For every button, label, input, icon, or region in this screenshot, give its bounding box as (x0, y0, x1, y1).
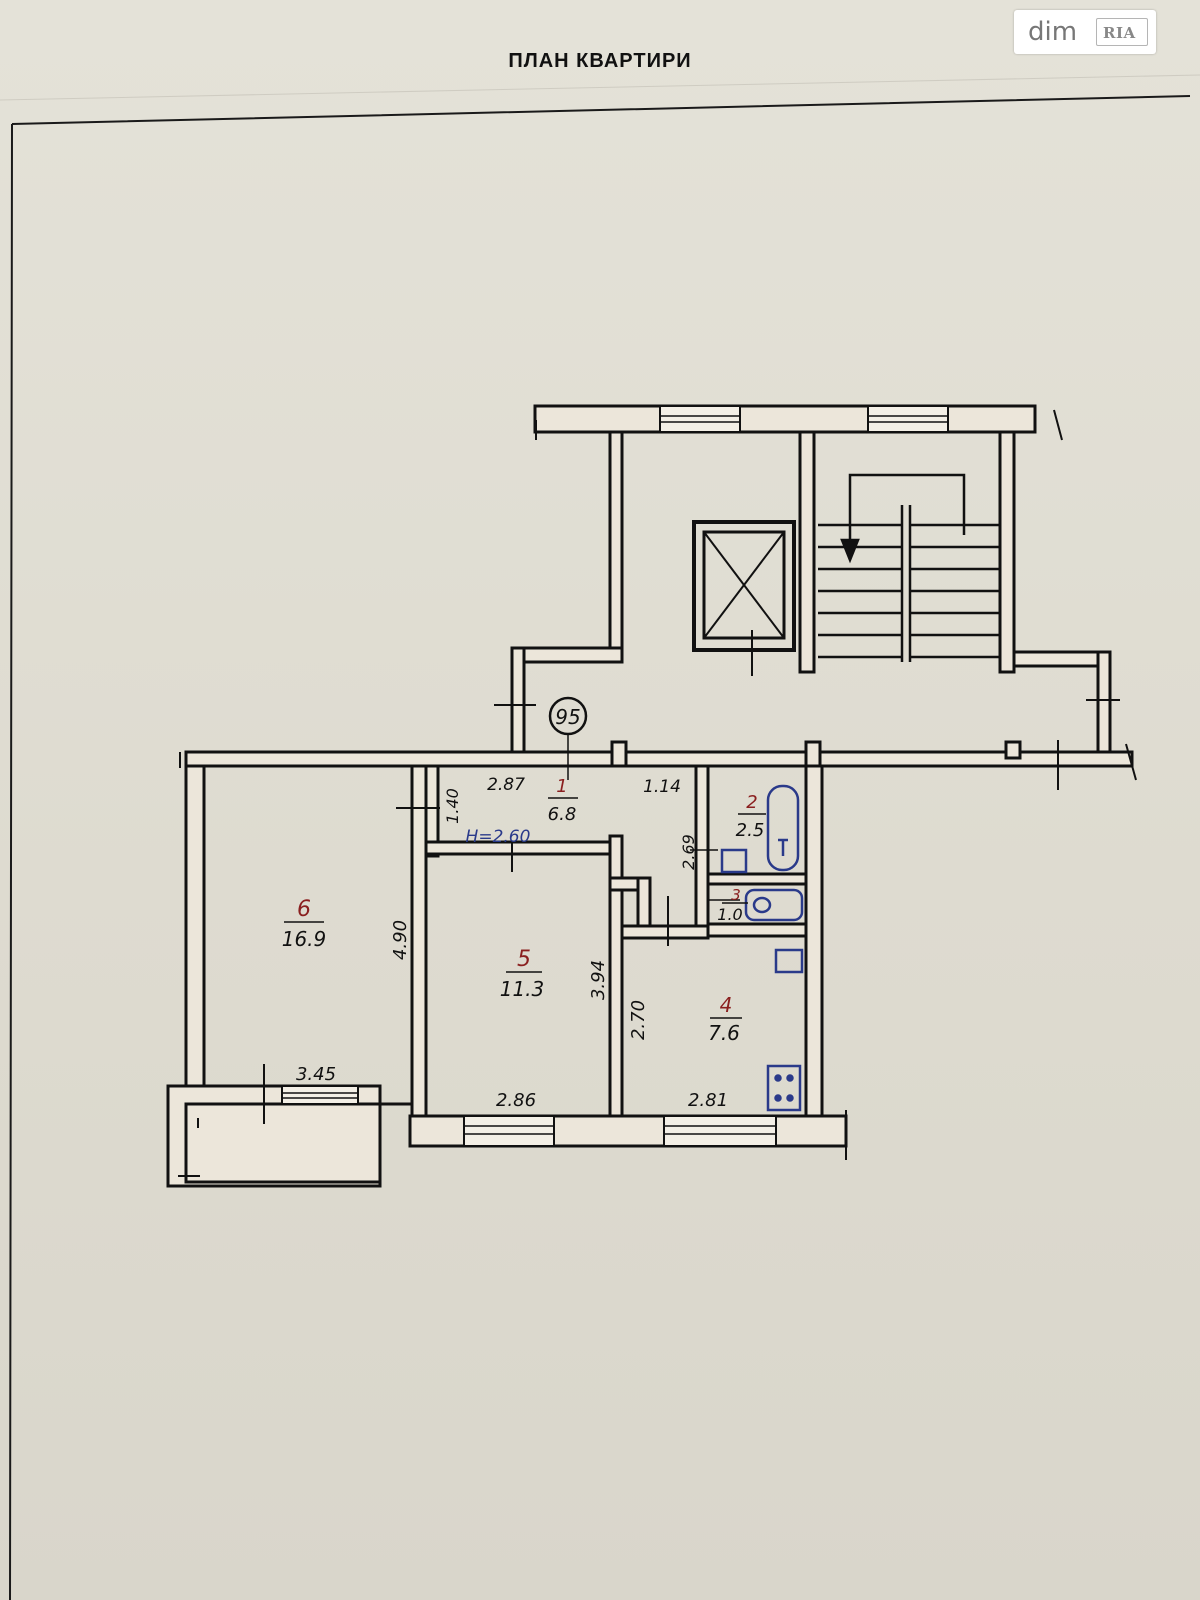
sink (720, 848, 748, 874)
room-6-label: 6 16.9 (282, 897, 327, 951)
toilet (744, 888, 804, 922)
dim-hall-length: 2.87 (487, 775, 525, 795)
logo-ria-box: RIA (1096, 18, 1148, 46)
dim-bath-side: 2.69 (679, 834, 698, 870)
walls (166, 404, 1134, 1188)
ceiling-height: H=2.60 (466, 827, 531, 847)
plan-title: ПЛАН КВАРТИРИ (508, 50, 692, 72)
corridor-wall (184, 750, 1134, 768)
right-exterior-wall (804, 764, 824, 1138)
dim-kitchen-side: 2.70 (628, 1000, 649, 1040)
dim-room5-width: 2.86 (496, 1090, 536, 1111)
left-exterior-wall (184, 764, 206, 1088)
dim-room6-width: 3.45 (296, 1064, 336, 1085)
dim-room5-length: 3.94 (588, 960, 609, 1000)
room-4-label: 4 7.6 (708, 993, 742, 1045)
room-1-area: 6.8 (548, 804, 577, 825)
room-1-label: 1 6.8 (548, 776, 578, 825)
room-5-label: 5 11.3 (500, 947, 545, 1001)
room-6-area: 16.9 (282, 927, 327, 951)
top-edge-line (0, 74, 1200, 101)
room6-right-wall (410, 764, 428, 1118)
room-2-label: 2 2.5 (736, 792, 766, 841)
apartment-number: 95 (555, 705, 580, 729)
room-6-number: 6 (297, 897, 311, 922)
logo-text-ria: RIA (1103, 24, 1136, 42)
room-4-area: 7.6 (708, 1021, 740, 1045)
bath-left-wall (694, 764, 710, 928)
bathtub (766, 784, 800, 872)
room-5-area: 11.3 (500, 977, 545, 1001)
stair-outer-top-wall (533, 404, 1037, 434)
dimria-watermark-logo: dim RIA (1014, 10, 1156, 54)
staircase (818, 473, 1000, 662)
dim-room6-length: 4.90 (390, 920, 411, 960)
dim-hall-right: 1.14 (643, 777, 681, 797)
room-3-area: 1.0 (717, 905, 742, 924)
room-3-number: 3 (731, 886, 741, 904)
kitchen-sink (774, 948, 804, 974)
dim-hall-depth: 1.40 (443, 788, 462, 824)
sheet-frame (9, 95, 1191, 1600)
room-4-number: 4 (720, 993, 733, 1017)
dim-kitchen-width: 2.81 (688, 1090, 728, 1111)
dimension-ticks (178, 409, 1137, 1177)
room-5-number: 5 (517, 947, 531, 972)
stove (766, 1064, 802, 1112)
room-3-label: 3 1.0 (717, 886, 748, 924)
room-1-number: 1 (556, 776, 567, 797)
elevator-shaft (692, 520, 796, 652)
logo-text-dim: dim (1028, 17, 1078, 47)
room-2-area: 2.5 (736, 820, 765, 841)
fixtures (720, 784, 804, 1112)
room-2-number: 2 (746, 792, 757, 813)
